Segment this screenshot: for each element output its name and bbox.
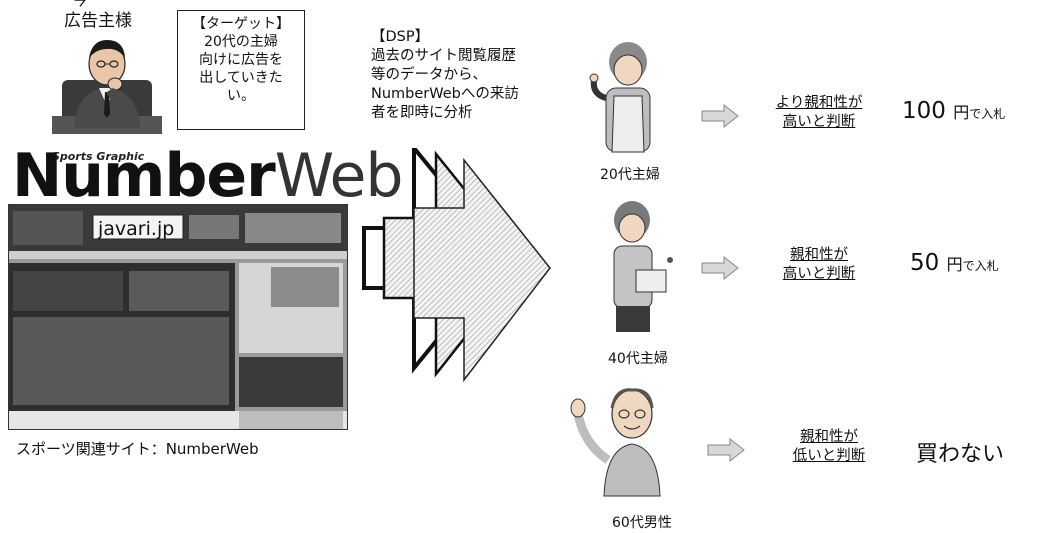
target-line: 出していきた (199, 70, 283, 86)
dsp-line: 等のデータから、 (371, 67, 487, 83)
man-60s-icon (570, 388, 661, 497)
verdict-line: 親和性が (800, 429, 858, 445)
verdict-line: より親和性が (775, 95, 863, 111)
small-arrow-icon (707, 438, 745, 462)
small-arrow-icon (701, 256, 739, 280)
bid-value: 100 (902, 98, 946, 124)
site-screenshot-graphic (9, 205, 347, 429)
target-line: 20代の主婦 (204, 34, 278, 50)
advertiser-top-fragment: 今 (72, 0, 88, 10)
housewife-40s-icon (613, 201, 673, 332)
verdict-line: 親和性が (790, 247, 848, 263)
bid-60s: 買わない (916, 442, 1005, 467)
verdict-line: 高いと判断 (782, 266, 856, 282)
site-caption: スポーツ関連サイト：NumberWeb (16, 440, 259, 458)
bid-40s: 50 円で入札 (910, 250, 999, 276)
dsp-line: 過去のサイト閲覧履歴 (371, 48, 516, 64)
logo-light: Web (274, 141, 404, 211)
dsp-line: 者を即時に分析 (371, 105, 473, 121)
bid-unit: 円 (946, 255, 963, 274)
person-label-60s: 60代男性 (612, 515, 672, 531)
target-line: い。 (227, 88, 255, 104)
verdict-line: 高いと判断 (782, 114, 856, 130)
bid-20s: 100 円で入札 (902, 98, 1005, 124)
small-arrow-icon (701, 104, 739, 128)
numberweb-logo: NumberWeb (12, 146, 403, 206)
dsp-description: 【DSP】 過去のサイト閲覧履歴 等のデータから、 NumberWebへの来訪 … (371, 28, 519, 123)
target-box: 【ターゲット】 20代の主婦 向けに広告を 出していきた い。 (177, 10, 305, 130)
bid-suffix: で入札 (962, 259, 999, 273)
person-label-40s: 40代主婦 (608, 351, 668, 367)
target-line: 【ターゲット】 (192, 16, 290, 32)
site-banner-text: javari.jp (98, 218, 175, 240)
verdict-40s: 親和性が 高いと判断 (754, 246, 884, 284)
process-arrow-icon (362, 148, 551, 383)
bid-value: 50 (910, 250, 940, 276)
dsp-line: NumberWebへの来訪 (371, 86, 519, 102)
logo-small-text: Sports Graphic (52, 150, 145, 163)
target-line: 向けに広告を (199, 52, 283, 68)
site-screenshot (8, 204, 348, 430)
dsp-line: 【DSP】 (371, 29, 430, 45)
person-label-20s: 20代主婦 (600, 167, 660, 183)
advertiser-label: 広告主様 (64, 11, 132, 31)
logo-bold: Number (12, 141, 276, 211)
housewife-20s-icon (589, 42, 651, 153)
verdict-line: 低いと判断 (792, 448, 866, 464)
advertiser-person-icon (52, 40, 162, 134)
verdict-20s: より親和性が 高いと判断 (754, 94, 884, 132)
verdict-60s: 親和性が 低いと判断 (764, 428, 894, 466)
bid-unit: 円 (953, 103, 970, 122)
bid-suffix: で入札 (969, 107, 1006, 121)
